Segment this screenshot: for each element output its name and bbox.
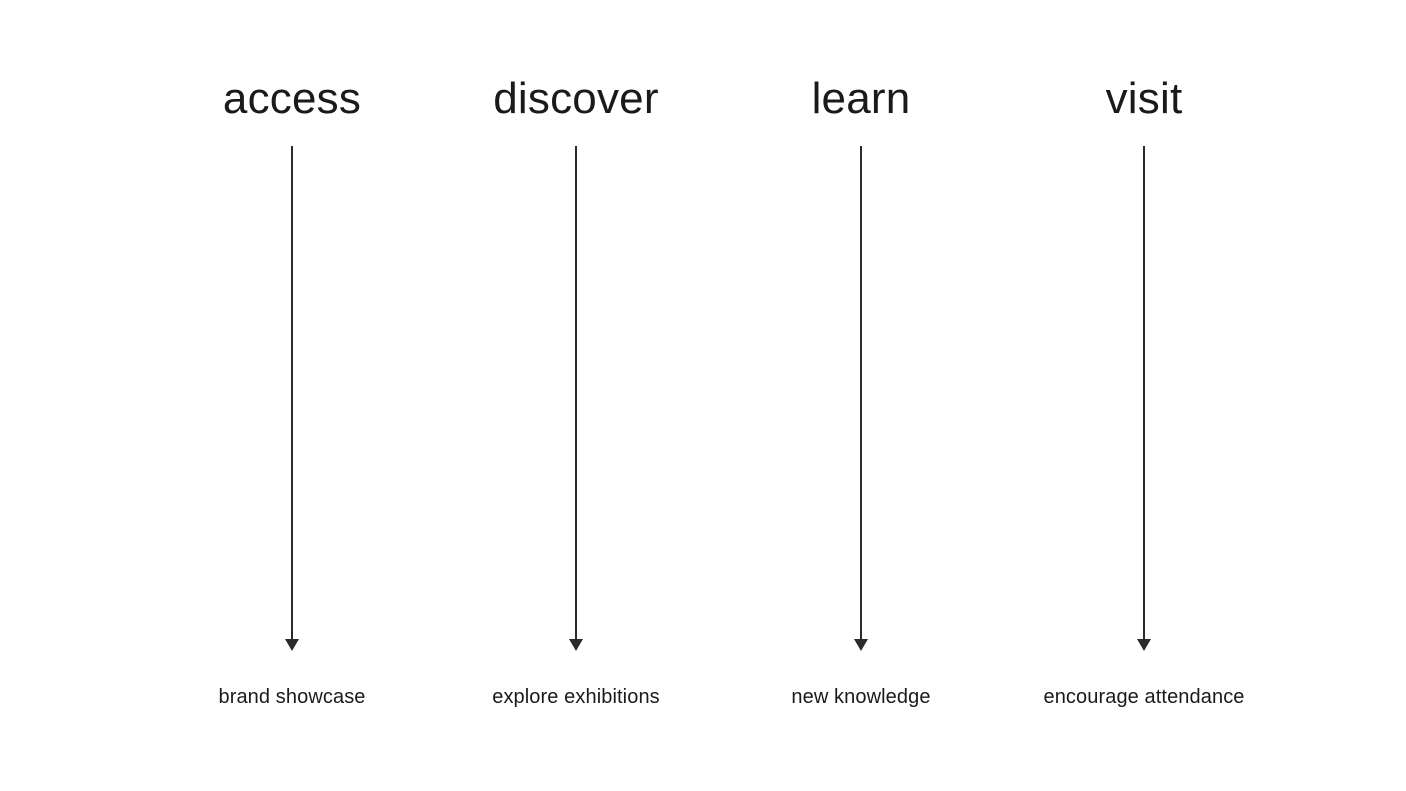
- column-label: new knowledge: [791, 686, 931, 708]
- arrowhead-icon: [854, 639, 868, 651]
- flow-column-visit: visit encourage attendance: [994, 0, 1294, 791]
- down-arrow: [1137, 146, 1151, 651]
- column-title: visit: [1105, 74, 1183, 123]
- down-arrow: [854, 146, 868, 651]
- arrowhead-icon: [1137, 639, 1151, 651]
- arrow-line: [1143, 146, 1145, 640]
- column-label: explore exhibitions: [492, 686, 660, 708]
- arrow-line: [575, 146, 577, 640]
- down-arrow: [285, 146, 299, 651]
- arrow-line: [291, 146, 293, 640]
- column-title: access: [222, 74, 362, 123]
- arrowhead-icon: [285, 639, 299, 651]
- column-label: brand showcase: [218, 686, 366, 708]
- column-label: encourage attendance: [1043, 686, 1245, 708]
- column-title: learn: [811, 74, 911, 123]
- flow-column-discover: discover explore exhibitions: [426, 0, 726, 791]
- arrowhead-icon: [569, 639, 583, 651]
- flow-column-access: access brand showcase: [142, 0, 442, 791]
- down-arrow: [569, 146, 583, 651]
- flow-column-learn: learn new knowledge: [711, 0, 1011, 791]
- arrow-line: [860, 146, 862, 640]
- column-title: discover: [493, 74, 659, 123]
